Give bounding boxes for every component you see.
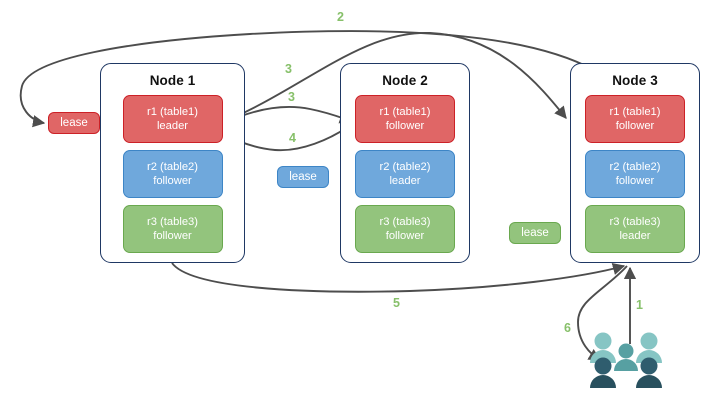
node-box-node-3[interactable]: Node 3 r1 (table1) follower r2 (table2) … xyxy=(570,63,700,263)
replica-node-3-r3[interactable]: r3 (table3) leader xyxy=(585,205,685,253)
node-title: Node 3 xyxy=(612,73,658,88)
edge-3a-path xyxy=(217,32,567,125)
replica-role-label: follower xyxy=(153,230,192,242)
replica-node-2-r3[interactable]: r3 (table3) follower xyxy=(355,205,455,253)
replica-node-2-r2[interactable]: r2 (table2) leader xyxy=(355,150,455,198)
replica-table-label: r3 (table3) xyxy=(147,216,198,228)
node-box-node-1[interactable]: Node 1 r1 (table1) leader r2 (table2) fo… xyxy=(100,63,245,263)
replica-node-1-r2[interactable]: r2 (table2) follower xyxy=(122,150,223,198)
replica-role-label: leader xyxy=(619,230,651,242)
replica-role-label: follower xyxy=(615,120,655,132)
replica-table-label: r1 (table1) xyxy=(379,106,431,118)
lease-badge-blue[interactable]: lease xyxy=(277,166,329,188)
node-title: Node 2 xyxy=(382,73,428,88)
replica-table-label: r2 (table2) xyxy=(379,161,431,173)
replica-role-label: leader xyxy=(156,120,189,132)
replica-table-label: r1 (table1) xyxy=(609,106,661,118)
users-icon xyxy=(590,332,662,388)
replica-role-label: follower xyxy=(385,120,425,132)
replica-table-label: r3 (table3) xyxy=(379,216,431,228)
replica-node-1-r3[interactable]: r3 (table3) follower xyxy=(122,205,223,253)
replica-node-3-r1[interactable]: r1 (table1) follower xyxy=(585,95,685,143)
replica-node-3-r2[interactable]: r2 (table2) follower xyxy=(585,150,685,198)
edge-label-2: 2 xyxy=(337,10,344,24)
replica-table-label: r1 (table1) xyxy=(147,106,198,118)
replica-table-label: r2 (table2) xyxy=(609,161,661,173)
edge-label-3a: 3 xyxy=(285,62,292,76)
replica-role-label: follower xyxy=(385,230,425,242)
edge-label-3b: 3 xyxy=(288,90,295,104)
lease-badge-green[interactable]: lease xyxy=(509,222,561,244)
lease-badge-red[interactable]: lease xyxy=(48,112,100,134)
edge-2-path xyxy=(19,30,595,128)
lease-label: lease xyxy=(289,171,317,183)
replica-role-label: leader xyxy=(389,175,421,187)
edge-label-6: 6 xyxy=(564,321,571,335)
edge-6-path xyxy=(577,265,628,361)
lease-label: lease xyxy=(521,227,549,239)
replica-role-label: follower xyxy=(615,175,655,187)
edge-label-4: 4 xyxy=(289,131,296,145)
node-title: Node 1 xyxy=(149,73,196,88)
lease-label: lease xyxy=(60,117,88,129)
replica-role-label: follower xyxy=(153,175,192,187)
edge-label-1: 1 xyxy=(636,298,643,312)
edge-label-5: 5 xyxy=(393,296,400,310)
edge-5-path xyxy=(171,262,626,293)
replica-node-1-r1[interactable]: r1 (table1) leader xyxy=(122,95,223,143)
replica-table-label: r3 (table3) xyxy=(609,216,661,228)
replica-table-label: r2 (table2) xyxy=(147,161,198,173)
replica-node-2-r1[interactable]: r1 (table1) follower xyxy=(355,95,455,143)
node-box-node-2[interactable]: Node 2 r1 (table1) follower r2 (table2) … xyxy=(340,63,470,263)
